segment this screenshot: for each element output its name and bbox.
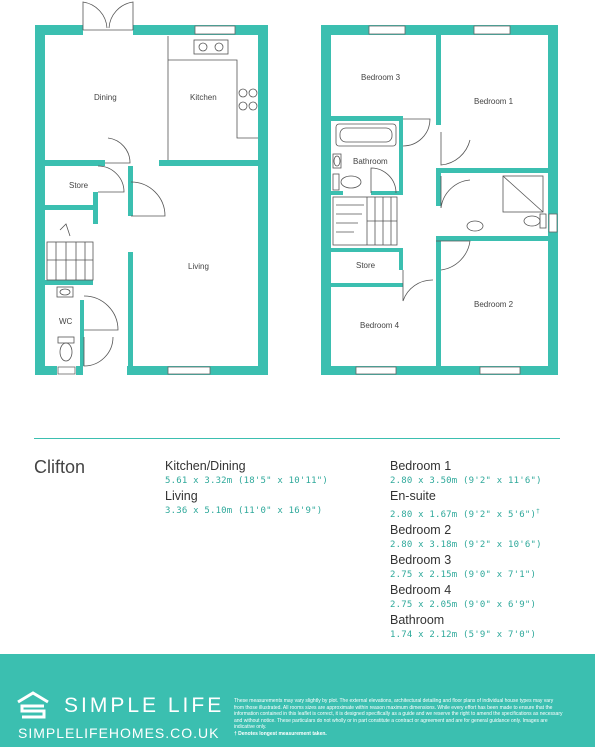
section-divider [34,438,560,439]
first-floor-stairs [332,196,398,246]
ground-floor-specs: Kitchen/Dining 5.61 x 3.32m (18'5" x 10'… [165,459,328,519]
spec-bedroom4: Bedroom 4 2.75 x 2.05m (9'0" x 6'9") [390,583,542,613]
room-label-living: Living [188,262,209,271]
ground-floor-doors [82,1,166,367]
room-label-bathroom: Bathroom [353,157,388,166]
spec-dimensions: 1.74 x 2.12m (5'9" x 7'0") [390,630,537,640]
ground-floor-windows [57,25,236,375]
floor-plans: Dining Kitchen Store Living WC [35,1,558,375]
kitchen-units [167,36,258,160]
ground-floor-stairs [46,223,94,281]
room-label-bedroom1: Bedroom 1 [474,97,514,106]
simple-life-logo-icon [17,691,49,719]
spec-name: Living [165,489,198,503]
spec-dimensions: 5.61 x 3.32m (18'5" x 10'11") [165,476,328,486]
spec-dimensions: 3.36 x 5.10m (11'0" x 16'9") [165,506,323,516]
first-floor-doors [370,118,471,302]
longest-measurement-mark: † [536,508,540,515]
spec-name: Bedroom 2 [390,523,452,537]
spec-kitchen-dining: Kitchen/Dining 5.61 x 3.32m (18'5" x 10'… [165,459,328,489]
spec-dimensions: 2.80 x 3.50m (9'2" x 11'6") [390,476,542,486]
ground-floor-plan: Dining Kitchen Store Living WC [35,1,268,375]
spec-dimensions: 2.80 x 1.67m (9'2" x 5'6")† [390,508,540,520]
room-label-kitchen: Kitchen [190,93,217,102]
house-name: Clifton [34,457,86,477]
spec-living: Living 3.36 x 5.10m (11'0" x 16'9") [165,489,328,519]
room-label-store-first: Store [356,261,376,270]
spec-name: Bedroom 3 [390,553,452,567]
spec-dimensions: 2.75 x 2.15m (9'0" x 7'1") [390,570,537,580]
room-label-bedroom2: Bedroom 2 [474,300,514,309]
room-label-bedroom4: Bedroom 4 [360,321,400,330]
spec-bedroom3: Bedroom 3 2.75 x 2.15m (9'0" x 7'1") [390,553,542,583]
spec-name: Bedroom 4 [390,583,452,597]
spec-bedroom1: Bedroom 1 2.80 x 3.50m (9'2" x 11'6") [390,459,542,489]
wc-fixtures [56,286,75,362]
first-floor-plan: Bedroom 3 Bedroom 1 Bathroom Store Bedro… [321,25,558,375]
footer-banner: SIMPLE LIFE SIMPLELIFEHOMES.CO.UK These … [0,654,595,747]
website-link[interactable]: SIMPLELIFEHOMES.CO.UK [18,725,220,741]
brand-name: SIMPLE LIFE [64,694,225,717]
first-floor-walls [321,25,558,375]
spec-name: Bathroom [390,613,445,627]
room-label-dining: Dining [94,93,117,102]
room-label-bedroom3: Bedroom 3 [361,73,401,82]
spec-name: En-suite [390,489,436,503]
spec-dimensions: 2.75 x 2.05m (9'0" x 6'9") [390,600,537,610]
spec-bathroom: Bathroom 1.74 x 2.12m (5'9" x 7'0") [390,613,542,643]
spec-name: Bedroom 1 [390,459,452,473]
spec-dimensions: 2.80 x 3.18m (9'2" x 10'6") [390,540,542,550]
spec-bedroom2: Bedroom 2 2.80 x 3.18m (9'2" x 10'6") [390,523,542,553]
room-label-wc: WC [59,317,73,326]
longest-measurement-note: † Denotes longest measurement taken. [234,730,327,737]
first-floor-windows [355,25,558,375]
spec-en-suite: En-suite 2.80 x 1.67m (9'2" x 5'6")† [390,489,542,523]
first-floor-specs: Bedroom 1 2.80 x 3.50m (9'2" x 11'6") En… [390,459,542,643]
bathroom-fixtures [332,123,547,232]
spec-name: Kitchen/Dining [165,459,246,473]
room-label-store-ground: Store [69,181,89,190]
disclaimer-text: These measurements may vary slightly by … [234,698,563,737]
